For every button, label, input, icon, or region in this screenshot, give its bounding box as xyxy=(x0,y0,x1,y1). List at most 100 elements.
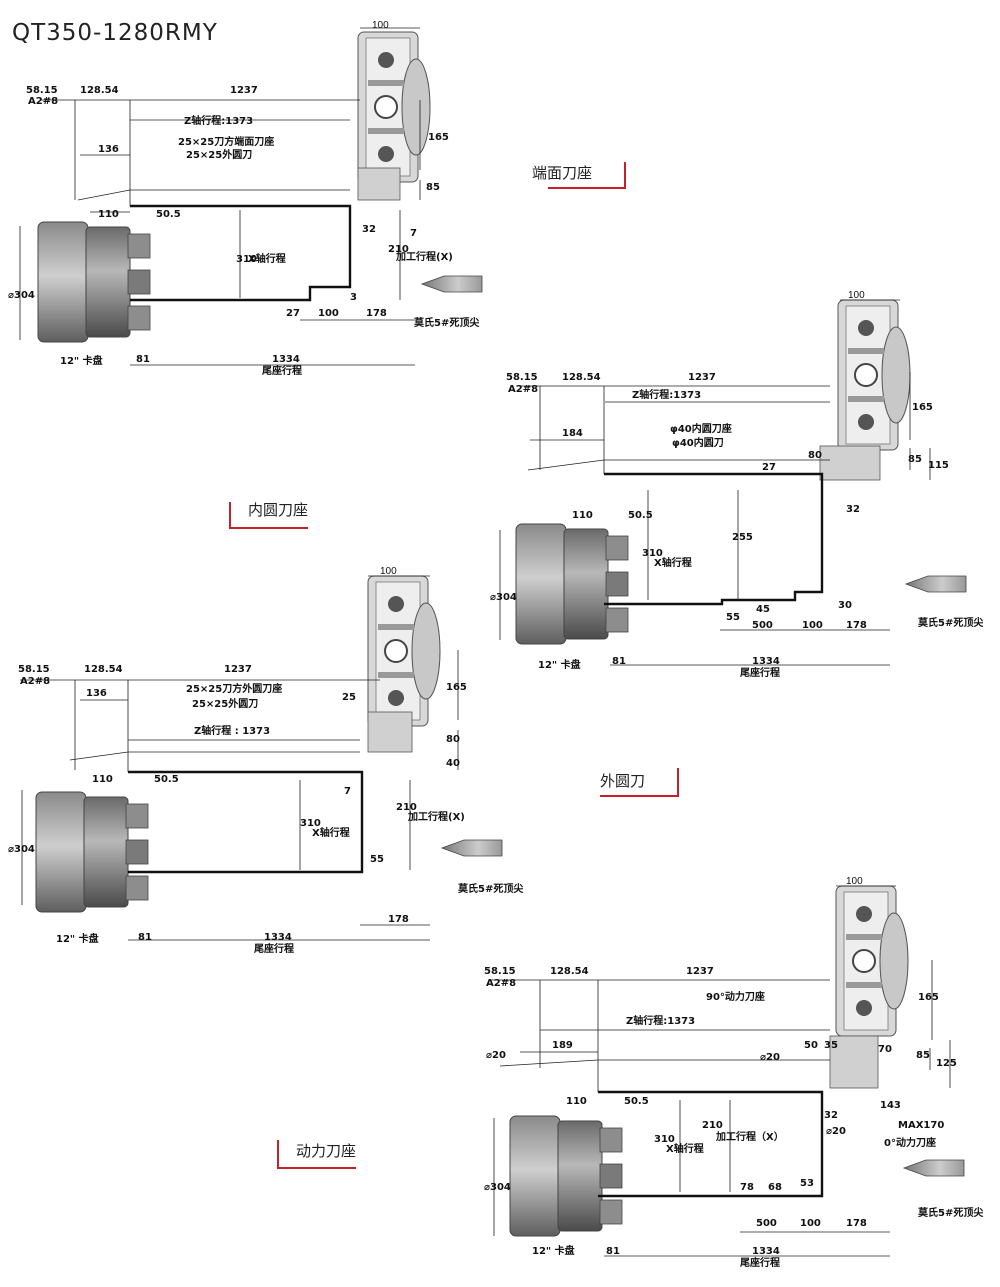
label-chuck-4: 12" 卡盘 xyxy=(532,1244,575,1257)
dim-32-4: 32 xyxy=(824,1110,838,1121)
dim-100-2b: 100 xyxy=(802,620,823,631)
dim-80-2: 80 xyxy=(808,450,822,461)
dim-100-4b: 100 xyxy=(800,1218,821,1229)
label-max170-4: MAX170 xyxy=(898,1120,944,1131)
dim-81-4: 81 xyxy=(606,1246,620,1257)
section-label-face: 端面刀座 xyxy=(532,164,592,182)
tailstock-center-3 xyxy=(441,839,503,857)
dim-20-4c: ⌀20 xyxy=(826,1126,846,1137)
dim-1334-3: 1334 xyxy=(264,932,292,943)
dim-310-1: 310 xyxy=(236,254,257,265)
label-boretool-2: φ40内圆刀 xyxy=(672,436,724,449)
dim-78-4: 78 xyxy=(740,1182,754,1193)
dim-35-4: 35 xyxy=(824,1040,838,1051)
turret-1 xyxy=(357,31,431,183)
diagram-outer-tool: 100 58.15 A2#8 128.54 1237 25×25刀方外圆刀座 2… xyxy=(8,566,679,955)
dim-304-3: ⌀304 xyxy=(8,844,35,855)
label-a2-4: A2#8 xyxy=(486,978,516,989)
dim-50-3: 50.5 xyxy=(154,774,179,785)
arrow-live xyxy=(277,1140,356,1169)
turret-4 xyxy=(835,885,909,1037)
chuck-1 xyxy=(37,221,151,343)
dim-1237-2: 1237 xyxy=(688,372,716,383)
section-label-live: 动力刀座 xyxy=(296,1142,356,1160)
label-tail-1: 尾座行程 xyxy=(262,364,302,377)
tailstock-center-1 xyxy=(421,275,483,293)
dim-178-1: 178 xyxy=(366,308,387,319)
dim-55-2: 55 xyxy=(726,612,740,623)
diagram-face-holder: 100 58.15 A2#8 128.54 1237 Z轴行程:1373 25×… xyxy=(8,20,626,377)
dim-27-1: 27 xyxy=(286,308,300,319)
dim-3-1: 3 xyxy=(350,292,357,303)
label-outerholder-3: 25×25刀方外圆刀座 xyxy=(186,682,282,695)
dim-50-4: 50 xyxy=(804,1040,818,1051)
dim-80-3: 80 xyxy=(446,734,460,745)
dim-125-4: 125 xyxy=(936,1058,957,1069)
dim-85-2: 85 xyxy=(908,454,922,465)
dim-165-2: 165 xyxy=(912,402,933,413)
dim-110-3: 110 xyxy=(92,774,113,785)
label-zstroke-1: Z轴行程:1373 xyxy=(184,114,253,127)
dim-1237-4: 1237 xyxy=(686,966,714,977)
label-tail-2: 尾座行程 xyxy=(740,666,780,679)
dim-110-2: 110 xyxy=(572,510,593,521)
label-zstroke-3: Z轴行程 : 1373 xyxy=(194,724,270,737)
turret-3 xyxy=(367,575,441,727)
label-live0-4: 0°动力刀座 xyxy=(884,1136,936,1149)
dim-1237-3: 1237 xyxy=(224,664,252,675)
label-zstroke-4: Z轴行程:1373 xyxy=(626,1014,695,1027)
turret-2 xyxy=(837,299,911,451)
label-tail-4: 尾座行程 xyxy=(740,1256,780,1269)
dim-178-3: 178 xyxy=(388,914,409,925)
dim-85-4: 85 xyxy=(916,1050,930,1061)
dim-100-1b: 100 xyxy=(318,308,339,319)
chuck-4 xyxy=(509,1115,623,1237)
dim-1334-1: 1334 xyxy=(272,354,300,365)
label-xstroke-1: X轴行程 xyxy=(248,252,286,265)
tailstock-center-2 xyxy=(905,575,967,593)
dim-45-2: 45 xyxy=(756,604,770,615)
label-xstroke-2: X轴行程 xyxy=(654,556,692,569)
dim-30-2: 30 xyxy=(838,600,852,611)
diagram-inner-holder: 100 58.15 A2#8 128.54 1237 Z轴行程:1373 φ40… xyxy=(229,290,983,679)
dim-27-2: 27 xyxy=(762,462,776,473)
dim-115-2: 115 xyxy=(928,460,949,471)
dim-7-1: 7 xyxy=(410,228,417,239)
dim-165-4: 165 xyxy=(918,992,939,1003)
dim-178-4: 178 xyxy=(846,1218,867,1229)
dim-136-3: 136 xyxy=(86,688,107,699)
dim-178-2: 178 xyxy=(846,620,867,631)
label-procx-1: 加工行程(X) xyxy=(395,250,453,263)
dim-136-1: 136 xyxy=(98,144,119,155)
dim-81-1: 81 xyxy=(136,354,150,365)
dim-165-1: 165 xyxy=(428,132,449,143)
label-a2-2: A2#8 xyxy=(508,384,538,395)
dim-110-4: 110 xyxy=(566,1096,587,1107)
chuck-2 xyxy=(515,523,629,645)
dim-32-2: 32 xyxy=(846,504,860,515)
arrow-face xyxy=(548,162,626,189)
dim-304-1: ⌀304 xyxy=(8,290,35,301)
dim-128-3: 128.54 xyxy=(84,664,123,675)
diagram-live-holder: 100 58.15 A2#8 128.54 1237 90°动力刀座 Z轴行程:… xyxy=(277,876,983,1269)
label-xstroke-3: X轴行程 xyxy=(312,826,350,839)
dim-68-4: 68 xyxy=(768,1182,782,1193)
dim-32-1: 32 xyxy=(362,224,376,235)
label-xstroke-4: X轴行程 xyxy=(666,1142,704,1155)
dim-143-4: 143 xyxy=(880,1100,901,1111)
dim-40-3: 40 xyxy=(446,758,460,769)
dim-255-2: 255 xyxy=(732,532,753,543)
dim-20-4b: ⌀20 xyxy=(760,1052,780,1063)
dim-1237-1: 1237 xyxy=(230,85,258,96)
dim-128-2: 128.54 xyxy=(562,372,601,383)
arrow-outer xyxy=(600,768,679,797)
dim-310-2: 310 xyxy=(642,548,663,559)
label-faceholder-1: 25×25刀方端面刀座 xyxy=(178,135,274,148)
dim-210-4: 210 xyxy=(702,1120,723,1131)
label-outertool-1: 25×25外圆刀 xyxy=(186,148,252,161)
dim-110-1: 110 xyxy=(98,209,119,220)
dim-310-4: 310 xyxy=(654,1134,675,1145)
label-a2-3: A2#8 xyxy=(20,676,50,687)
label-live90-4: 90°动力刀座 xyxy=(706,990,765,1003)
